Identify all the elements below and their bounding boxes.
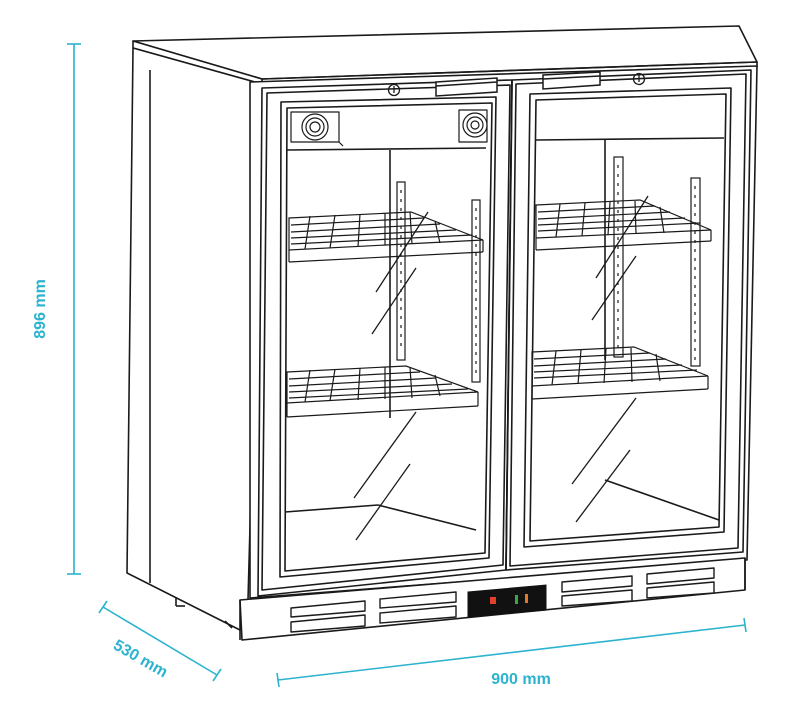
right-door [505,69,752,571]
door-divider [505,79,513,571]
left-shelf-upper [288,211,484,263]
width-dimension [276,617,747,688]
depth-label: 530 mm [110,637,170,682]
right-shelf-lower [531,346,709,400]
door-handle-icon [542,71,601,90]
width-label: 900 mm [491,671,551,688]
height-dimension [67,43,81,575]
height-label: 896 mm [32,279,49,339]
fan-icon [458,109,488,143]
left-shelf-lower [286,365,479,418]
display-green-led [515,595,518,604]
door-handle-icon [435,77,498,97]
right-shelf-upper [535,199,712,251]
left-shelf-rails [396,181,481,383]
cabinet-side [126,47,263,631]
fan-icon [290,111,344,147]
left-door [257,79,513,597]
right-shelf-rails [613,156,701,367]
left-glass-reflections [353,211,429,541]
display-amber-led [525,594,528,603]
lock-icon [387,83,401,97]
display-red-led [490,597,496,604]
lock-icon [632,72,646,86]
vent-slots [290,567,715,633]
depth-dimension [98,600,222,682]
display-panel-icon [467,584,547,618]
right-glass-reflections [571,195,649,523]
